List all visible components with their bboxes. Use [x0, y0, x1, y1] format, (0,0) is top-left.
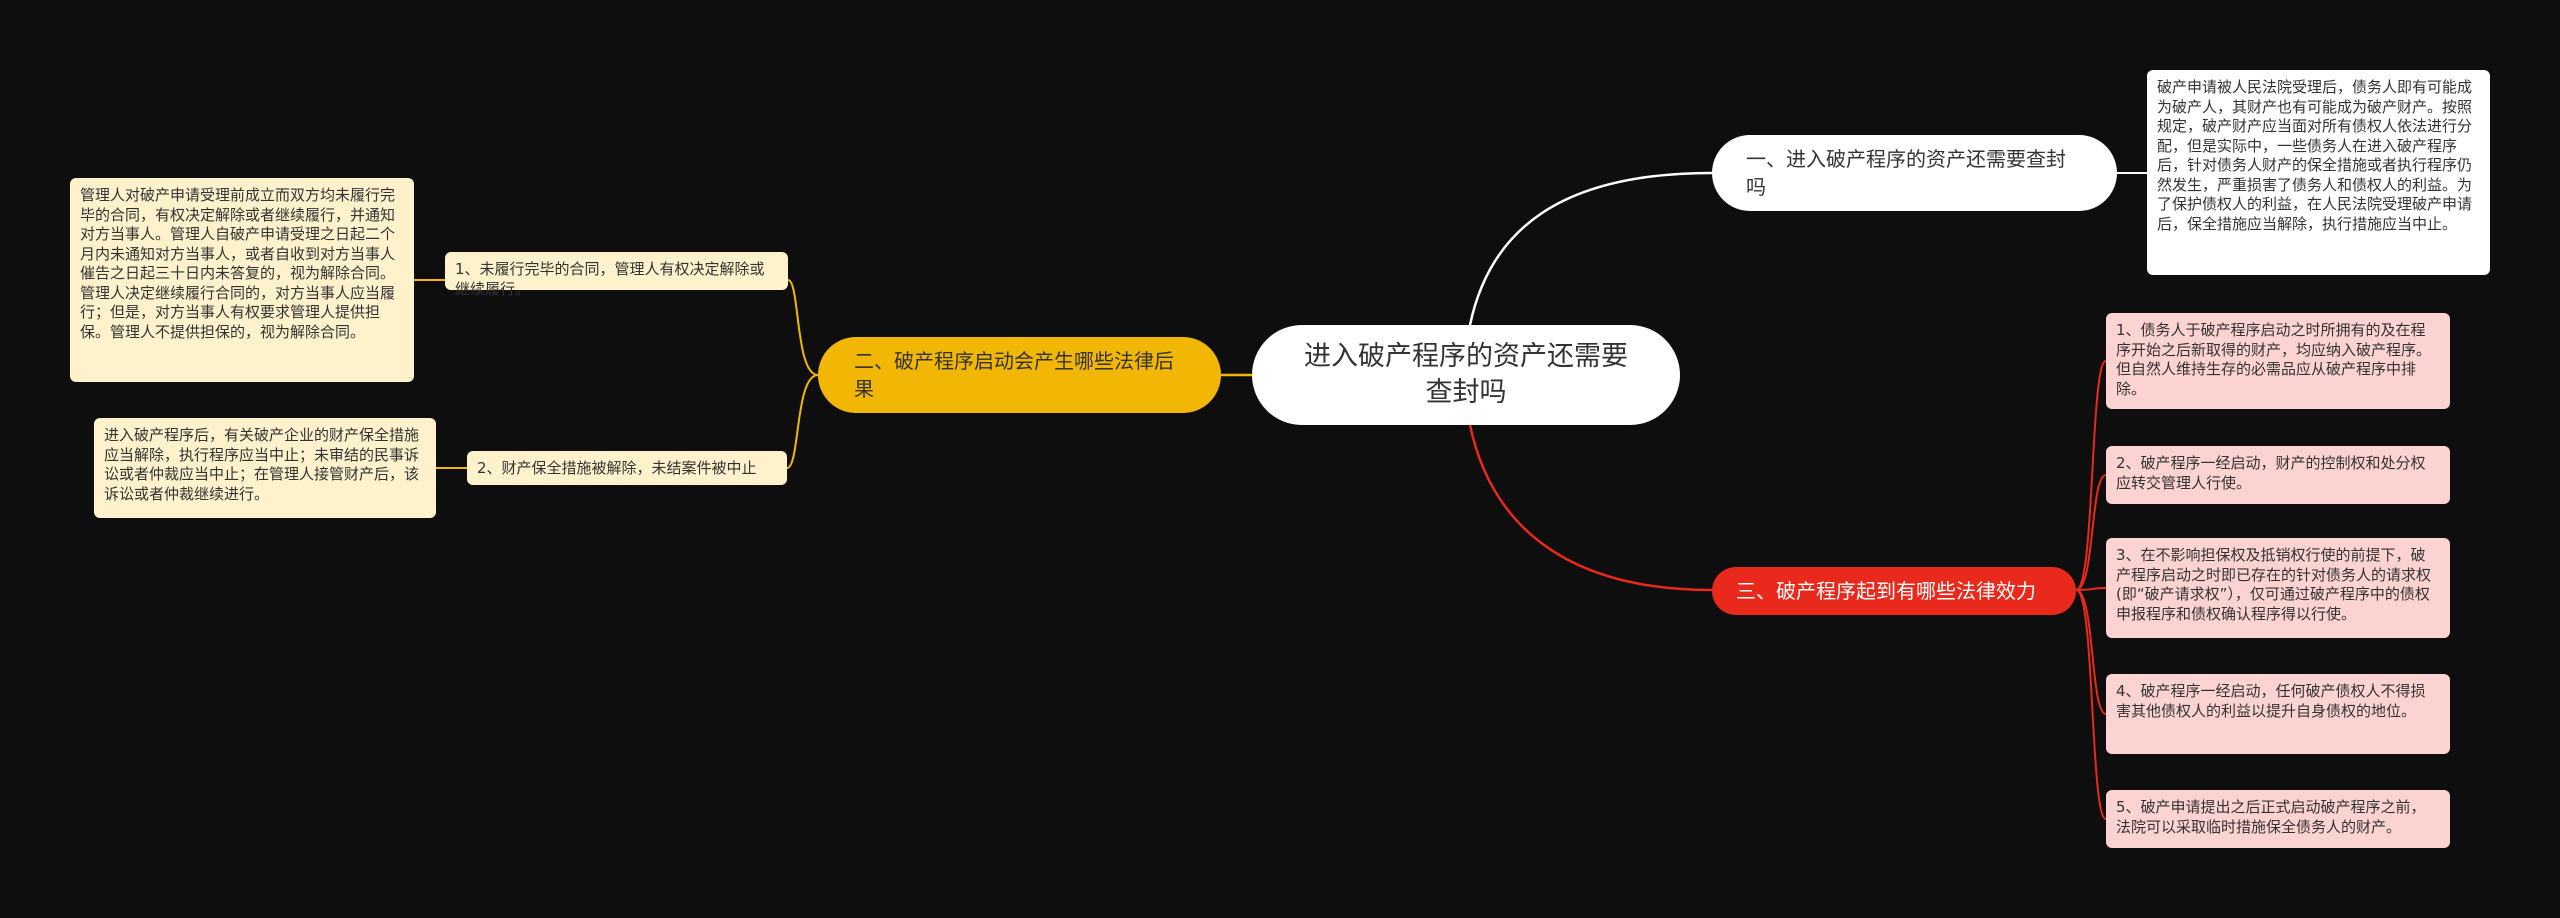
branch-3-node[interactable]: 三、破产程序起到有哪些法律效力: [1712, 567, 2076, 615]
branch-2-item-1[interactable]: 1、未履行完毕的合同，管理人有权决定解除或继续履行。: [445, 252, 788, 298]
link-root-branch-1: [1468, 171, 1713, 326]
branch-3-item-2[interactable]: 2、破产程序一经启动，财产的控制权和处分权应转交管理人行使。: [2106, 446, 2450, 504]
branch-3-item-2-text: 2、破产程序一经启动，财产的控制权和处分权应转交管理人行使。: [2116, 454, 2426, 492]
branch-2-node[interactable]: 二、破产程序启动会产生哪些法律后果: [818, 337, 1221, 413]
branch-3-item-1[interactable]: 1、债务人于破产程序启动之时所拥有的及在程序开始之后新取得的财产，均应纳入破产程…: [2106, 313, 2450, 409]
link-branch-3-item-4: [2075, 589, 2107, 715]
branch-1-title: 一、进入破产程序的资产还需要查封吗: [1746, 147, 2066, 199]
link-branch-3-item-1: [2075, 360, 2107, 591]
branch-2-item-2-detail-text: 进入破产程序后，有关破产企业的财产保全措施应当解除，执行程序应当中止；未审结的民…: [104, 426, 420, 503]
link-root-branch-3: [1468, 424, 1713, 592]
link-branch-3-item-2: [2075, 474, 2107, 591]
branch-3-item-3-text: 3、在不影响担保权及抵销权行使的前提下，破产程序启动之时即已存在的针对债务人的请…: [2116, 546, 2432, 623]
link-branch-3-item-5: [2075, 589, 2107, 820]
branch-2-item-1-detail-text: 管理人对破产申请受理前成立而双方均未履行完毕的合同，有权决定解除或者继续履行，并…: [80, 186, 396, 341]
branch-3-item-1-text: 1、债务人于破产程序启动之时所拥有的及在程序开始之后新取得的财产，均应纳入破产程…: [2116, 321, 2432, 398]
link-branch-3-item-3: [2075, 587, 2107, 591]
branch-3-item-4[interactable]: 4、破产程序一经启动，任何破产债权人不得损害其他债权人的利益以提升自身债权的地位…: [2106, 674, 2450, 754]
root-topic[interactable]: 进入破产程序的资产还需要查封吗: [1252, 325, 1680, 425]
branch-1-detail-text: 破产申请被人民法院受理后，债务人即有可能成为破产人，其财产也有可能成为破产财产。…: [2157, 78, 2473, 233]
branch-2-item-1-detail[interactable]: 管理人对破产申请受理前成立而双方均未履行完毕的合同，有权决定解除或者继续履行，并…: [70, 178, 414, 382]
root-topic-text: 进入破产程序的资产还需要查封吗: [1304, 341, 1628, 408]
branch-3-item-5-text: 5、破产申请提出之后正式启动破产程序之前，法院可以采取临时措施保全债务人的财产。: [2116, 798, 2426, 836]
branch-2-item-2-label: 2、财产保全措施被解除，未结案件被中止: [477, 459, 757, 477]
branch-2-title: 二、破产程序启动会产生哪些法律后果: [854, 349, 1174, 401]
branch-3-item-4-text: 4、破产程序一经启动，任何破产债权人不得损害其他债权人的利益以提升自身债权的地位…: [2116, 682, 2426, 720]
branch-2-item-1-label: 1、未履行完毕的合同，管理人有权决定解除或继续履行。: [455, 260, 765, 298]
branch-2-item-2[interactable]: 2、财产保全措施被解除，未结案件被中止: [467, 451, 787, 485]
link-branch-2-item-2: [786, 374, 819, 469]
branch-3-title: 三、破产程序起到有哪些法律效力: [1736, 579, 2036, 603]
branch-1-node[interactable]: 一、进入破产程序的资产还需要查封吗: [1712, 135, 2117, 211]
branch-3-item-5[interactable]: 5、破产申请提出之后正式启动破产程序之前，法院可以采取临时措施保全债务人的财产。: [2106, 790, 2450, 848]
link-branch-2-item-1: [787, 279, 819, 376]
branch-3-item-3[interactable]: 3、在不影响担保权及抵销权行使的前提下，破产程序启动之时即已存在的针对债务人的请…: [2106, 538, 2450, 638]
branch-2-item-2-detail[interactable]: 进入破产程序后，有关破产企业的财产保全措施应当解除，执行程序应当中止；未审结的民…: [94, 418, 436, 518]
branch-1-detail-node[interactable]: 破产申请被人民法院受理后，债务人即有可能成为破产人，其财产也有可能成为破产财产。…: [2147, 70, 2490, 275]
